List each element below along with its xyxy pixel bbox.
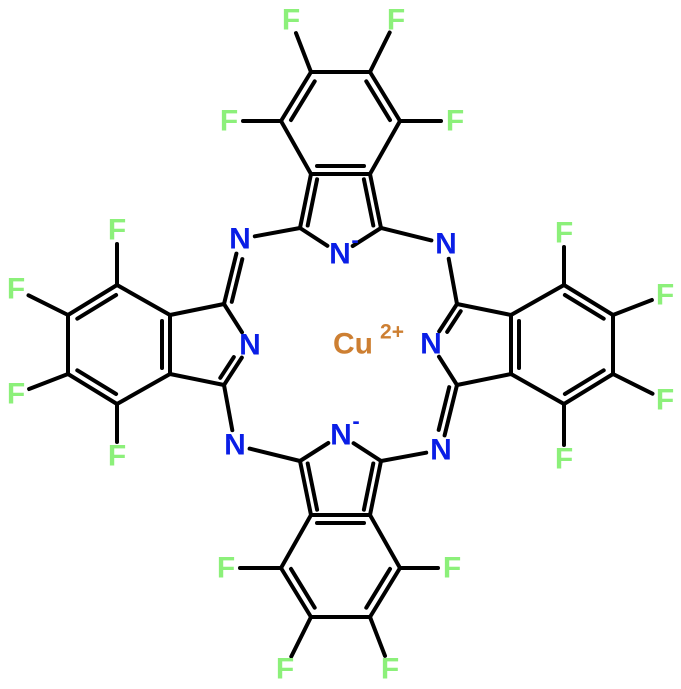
unit-2-fluorine-1: F (381, 653, 399, 686)
copper-symbol: Cu (333, 328, 373, 361)
unit-1-bond-cg2-cd2 (562, 372, 615, 406)
unit-2-bond-cb1-cg1 (368, 513, 402, 570)
unit-3-bond-n-ca2 (222, 302, 244, 335)
unit-3-fluorine-3: F (108, 440, 126, 473)
unit-1-bond-ca2-cb2 (455, 372, 513, 387)
unit-2-bond-nmeso-ca1next (222, 383, 235, 433)
unit-2-bond-cd2-f (289, 615, 313, 659)
unit-0-bond-nmeso-ca1next (446, 256, 459, 306)
unit-3-bond-nmeso-ca1next (252, 226, 302, 239)
unit-1-fluorine-2: F (656, 384, 674, 417)
unit-1-double-ca2-nmeso (436, 385, 452, 432)
unit-3-bond-ca1-cb1 (168, 372, 226, 387)
unit-3-double-ca1-n (218, 355, 236, 380)
unit-3-bond-cg1-cd1 (66, 372, 119, 406)
unit-2-double-cg1-cd1 (364, 566, 392, 610)
unit-1-bond-ca2-nmeso (442, 383, 459, 438)
unit-1-double-cg1-cd1 (562, 293, 606, 321)
unit-0-anion-charge: - (351, 228, 358, 253)
unit-1-bond-n-ca2 (437, 354, 459, 387)
unit-0-pyrrole-nitrogen: N (329, 238, 351, 271)
unit-3-bond-cb2-cg2 (115, 283, 172, 317)
unit-0-double-ca1-cb1 (305, 177, 320, 228)
unit-0-bond-cb1-cg1 (279, 119, 313, 176)
unit-3-bond-ca2-cb2 (168, 302, 226, 317)
unit-3-double-cg1-cd1 (75, 368, 119, 396)
unit-0-double-cg1-cd1 (289, 79, 317, 123)
unit-3-pyrrole-nitrogen: N (239, 329, 261, 362)
unit-2-bond-cg2-cd2 (279, 566, 313, 619)
unit-3-bond-ca2-nmeso (222, 251, 239, 306)
unit-1-fluorine-3: F (555, 217, 573, 250)
unit-2-bond-ca2-cb2 (298, 459, 313, 517)
unit-0-fluorine-3: F (220, 105, 238, 138)
unit-0-fluorine-2: F (387, 4, 405, 37)
unit-3-double-cg2-cd2 (75, 293, 119, 321)
unit-3-bond-cd1-f (27, 372, 70, 391)
unit-2-double-ca1-cb1 (361, 461, 376, 512)
unit-0-bond-ca2-nmeso (379, 226, 434, 243)
unit-2-bond-n-ca2 (298, 441, 331, 463)
unit-2-meso-nitrogen: N (224, 429, 246, 462)
unit-2-bond-ca1-cb1 (368, 459, 383, 517)
unit-3-fluorine-2: F (7, 273, 25, 306)
unit-0-bond-cg2-cd2 (368, 70, 402, 123)
unit-1-double-cg2-cd2 (562, 368, 606, 396)
unit-0-meso-nitrogen: N (435, 228, 457, 261)
unit-0-bond-n-ca2 (350, 226, 383, 248)
unit-1-bond-nmeso-ca1next (379, 450, 429, 463)
unit-2-anion-charge: - (352, 409, 359, 434)
unit-3-double-ca2-nmeso (229, 257, 245, 304)
unit-1-pyrrole-nitrogen: N (420, 328, 442, 361)
unit-1-bond-cb2-cg2 (509, 372, 566, 406)
unit-2-fluorine-4: F (217, 552, 235, 585)
unit-1-meso-nitrogen: N (430, 434, 452, 467)
unit-2-bond-cb2-cg2 (279, 513, 313, 570)
unit-1-bond-n-ca1 (437, 302, 459, 334)
unit-3-bond-cb1-cg1 (115, 372, 172, 406)
unit-0-fluorine-4: F (446, 105, 464, 138)
unit-0-fluorine-1: F (282, 4, 300, 37)
unit-0-bond-cd1-f (294, 31, 313, 74)
unit-0-bond-ca2-cb2 (368, 172, 383, 230)
unit-0-bond-cb2-cg2 (368, 119, 402, 176)
unit-3-bond-cg2-cd2 (66, 283, 119, 317)
unit-1-bond-cg1-cd1 (562, 283, 615, 317)
unit-0-bond-n-ca1 (298, 226, 330, 248)
unit-2-bond-cg1-cd1 (368, 566, 402, 619)
unit-1-fluorine-4: F (555, 443, 573, 476)
unit-1-bond-cd1-f (611, 298, 654, 317)
unit-2-bond-ca2-nmeso (247, 446, 302, 463)
bond-lines (26, 30, 655, 659)
unit-1-bond-ca1-cb1 (455, 302, 513, 317)
unit-1-bond-cd2-f (611, 372, 655, 396)
unit-3-bond-n-ca1 (222, 355, 244, 387)
unit-3-fluorine-4: F (108, 214, 126, 247)
unit-2-pyrrole-nitrogen: N (330, 419, 352, 452)
unit-1-double-ca1-n (445, 309, 463, 334)
unit-3-bond-cd2-f (26, 293, 70, 317)
unit-2-bond-n-ca1 (351, 441, 383, 463)
unit-3-fluorine-1: F (7, 378, 25, 411)
unit-1-bond-cb1-cg1 (509, 283, 566, 317)
copper-charge: 2+ (380, 321, 404, 344)
unit-1-fluorine-1: F (656, 279, 674, 312)
unit-0-double-ca2-cb2 (361, 177, 376, 228)
unit-0-bond-ca1-cb1 (298, 172, 313, 230)
unit-2-fluorine-2: F (276, 653, 294, 686)
unit-2-bond-cd1-f (368, 615, 387, 658)
unit-0-bond-cg1-cd1 (279, 70, 313, 123)
unit-0-double-cg2-cd2 (364, 79, 392, 123)
unit-3-meso-nitrogen: N (229, 223, 251, 256)
unit-2-fluorine-3: F (443, 552, 461, 585)
unit-2-double-ca2-cb2 (305, 461, 320, 512)
unit-2-double-cg2-cd2 (289, 566, 317, 610)
unit-0-bond-cd2-f (368, 30, 392, 74)
